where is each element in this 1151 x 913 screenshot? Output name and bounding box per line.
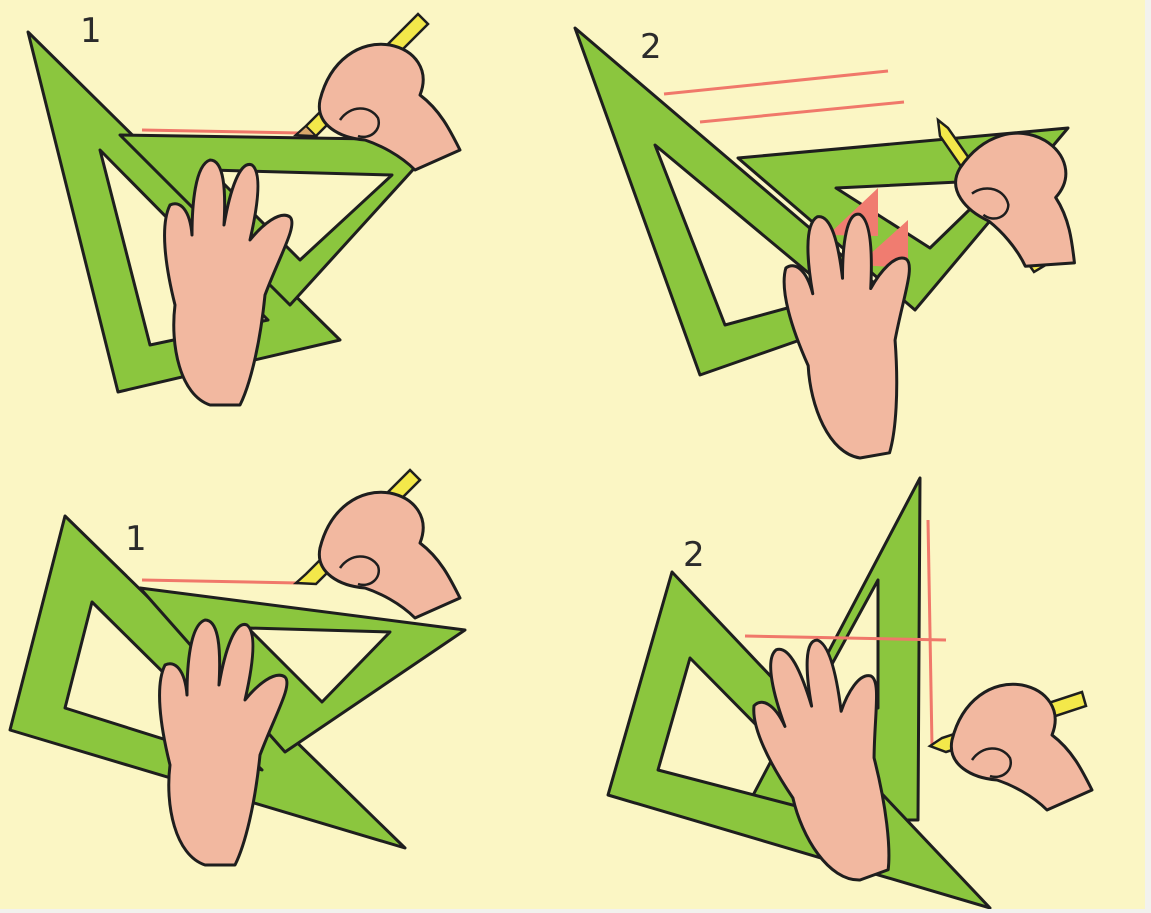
drawn-line-horizontal <box>744 634 947 642</box>
step-number: 2 <box>683 535 705 575</box>
drawn-line-vertical <box>926 519 934 747</box>
bottom-left-drawing <box>8 468 467 867</box>
top-right-drawing <box>573 26 1113 468</box>
step-number: 1 <box>80 11 102 51</box>
drawn-line <box>141 578 299 585</box>
top-left-drawing <box>26 12 462 407</box>
bottom-right-drawing <box>606 476 1094 909</box>
step-number: 1 <box>125 519 147 559</box>
drawn-line-1 <box>663 69 889 96</box>
drawn-line-2 <box>699 100 905 124</box>
step-number: 2 <box>640 27 662 67</box>
drawn-line <box>141 128 301 135</box>
